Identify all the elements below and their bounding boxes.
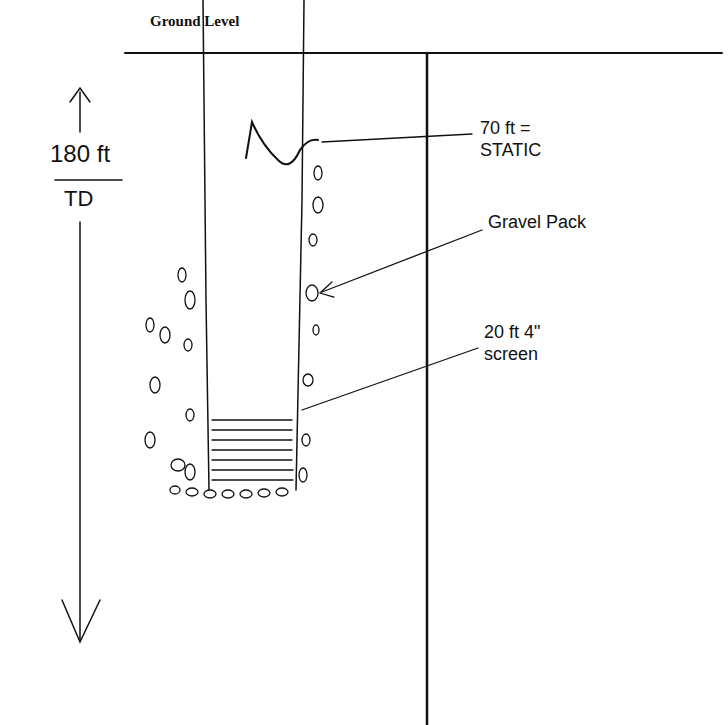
water-level-label: 70 ft = STATIC bbox=[480, 118, 590, 161]
static-water-level bbox=[246, 122, 318, 164]
depth-label: TD bbox=[64, 186, 93, 212]
leader-arrow bbox=[320, 230, 482, 297]
ground-label: Ground Level bbox=[150, 12, 239, 30]
depth-arrow bbox=[55, 88, 122, 642]
ground-line bbox=[125, 52, 722, 54]
depth-label: 180 ft bbox=[50, 140, 110, 169]
divider-line bbox=[426, 53, 429, 725]
casing-right bbox=[296, 0, 304, 490]
leader-line bbox=[322, 134, 472, 142]
gravel-label: Gravel Pack bbox=[488, 212, 588, 234]
leader-line bbox=[302, 348, 478, 410]
screen-label: 20 ft 4" screen bbox=[484, 322, 594, 365]
casing-left bbox=[203, 0, 209, 490]
well-screen bbox=[212, 420, 293, 480]
gravel-pack bbox=[145, 166, 323, 498]
